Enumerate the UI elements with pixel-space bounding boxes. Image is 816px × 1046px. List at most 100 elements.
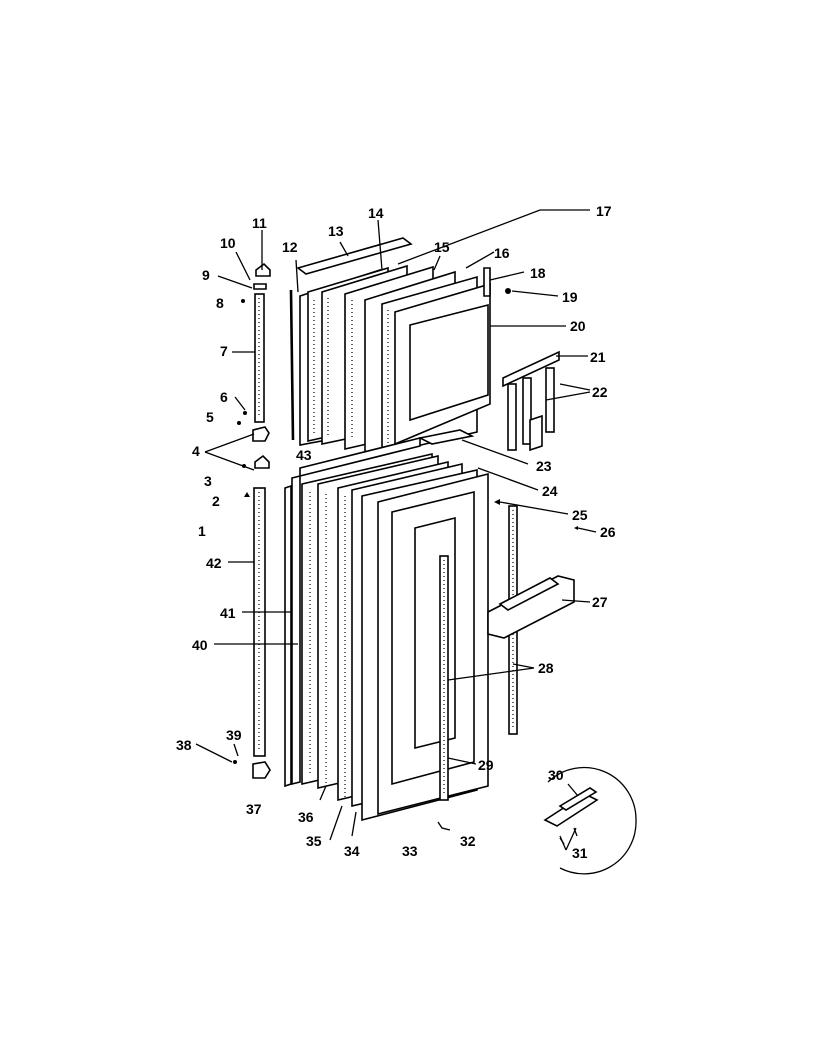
lower-door-assembly: [284, 436, 578, 822]
bracket-18: [483, 267, 491, 297]
lower-liner-panel: [414, 516, 456, 750]
leader-17: [397, 209, 590, 265]
callout-31: 31: [572, 845, 588, 861]
rack-post-mid: [522, 377, 532, 445]
callout-4: 4: [192, 443, 200, 459]
lower-top-trim: [299, 436, 421, 478]
callout-15: 15: [434, 239, 450, 255]
callout-10: 10: [220, 235, 236, 251]
door-bin: [487, 575, 575, 639]
leader-4a: [204, 433, 255, 453]
callout-18: 18: [530, 265, 546, 281]
callout-21: 21: [590, 349, 606, 365]
leader-25: [499, 501, 569, 515]
callout-35: 35: [306, 833, 322, 849]
leader-19: [511, 290, 559, 297]
middle-hinge-lower: [254, 454, 270, 469]
callout-8: 8: [216, 295, 224, 311]
callout-43: 43: [296, 447, 312, 463]
freezer-door-shelf-window: [409, 303, 489, 422]
leader-39: [233, 743, 239, 757]
upper-gasket-strip: [289, 289, 295, 441]
callout-42: 42: [206, 555, 222, 571]
leader-22b: [545, 391, 591, 401]
callout-29: 29: [478, 757, 494, 773]
leader-26: [577, 527, 597, 533]
rack-post-left: [507, 383, 517, 451]
callout-20: 20: [570, 318, 586, 334]
callout-37: 37: [246, 801, 262, 817]
callout-11: 11: [252, 215, 267, 231]
screw-19: [505, 288, 511, 294]
leader-15: [433, 255, 441, 271]
callout-23: 23: [536, 458, 552, 474]
pin-2: [244, 492, 250, 497]
callout-25: 25: [572, 507, 588, 523]
screw-6: [243, 411, 247, 415]
leader-29: [447, 757, 477, 765]
callout-33: 33: [402, 843, 418, 859]
detail-circle-arc-bottom: [559, 819, 637, 875]
callout-39: 39: [226, 727, 242, 743]
callout-12: 12: [282, 239, 298, 255]
leader-35: [329, 805, 343, 841]
leader-31: [559, 827, 577, 851]
callout-22: 22: [592, 384, 608, 400]
leader-38: [195, 743, 233, 763]
leader-36: [319, 785, 327, 801]
callout-28: 28: [538, 660, 554, 676]
leader-9: [217, 275, 253, 289]
callout-30: 30: [548, 767, 564, 783]
leader-13: [339, 241, 349, 257]
hinge-spacer: [253, 283, 267, 290]
callout-14: 14: [368, 205, 384, 221]
leader-16: [465, 251, 495, 269]
shelf-rack: [502, 350, 560, 452]
callout-40: 40: [192, 637, 208, 653]
door-bin-body: [487, 575, 575, 639]
rail-29-left: [439, 555, 449, 801]
callout-38: 38: [176, 737, 192, 753]
callout-6: 6: [220, 389, 228, 405]
leader-28a: [512, 663, 535, 669]
leader-lines: [195, 209, 597, 851]
callout-1: 1: [198, 523, 206, 539]
leader-22a: [559, 383, 591, 391]
callout-41: 41: [220, 605, 236, 621]
callout-7: 7: [220, 343, 228, 359]
callout-27: 27: [592, 594, 608, 610]
upper-door-assembly: [289, 237, 511, 456]
rack-top-rail: [502, 350, 560, 388]
lower-gasket-strip-40: [284, 484, 292, 788]
leader-28b: [447, 667, 535, 681]
callout-labels: 1 2 3 4 5 6 7 8 9 10 11 12 13 14 15 16 1…: [176, 203, 616, 861]
leader-34: [351, 811, 357, 837]
screw-8: [241, 299, 245, 303]
callout-26: 26: [600, 524, 616, 540]
leader-23: [461, 439, 529, 465]
callout-9: 9: [202, 267, 210, 283]
leader-30: [567, 783, 579, 797]
lower-gasket-strip-41: [291, 474, 301, 786]
callout-5: 5: [206, 409, 214, 425]
leader-4b: [204, 451, 255, 471]
callout-24: 24: [542, 483, 558, 499]
callout-19: 19: [562, 289, 578, 305]
callout-13: 13: [328, 223, 344, 239]
detail-circle-arc-top: [547, 766, 637, 821]
callout-32: 32: [460, 833, 476, 849]
callout-2: 2: [212, 493, 220, 509]
callout-36: 36: [298, 809, 314, 825]
shelf-bottom-lip: [417, 429, 475, 445]
top-hinge: [255, 262, 271, 277]
leader-18: [489, 271, 525, 281]
lower-door-handle-strip: [253, 487, 266, 757]
leader-27: [561, 599, 591, 603]
screw-38: [233, 760, 237, 764]
plug-26: [574, 526, 578, 530]
callout-3: 3: [204, 473, 212, 489]
bottom-hinge: [252, 761, 271, 779]
leader-6: [234, 396, 246, 411]
